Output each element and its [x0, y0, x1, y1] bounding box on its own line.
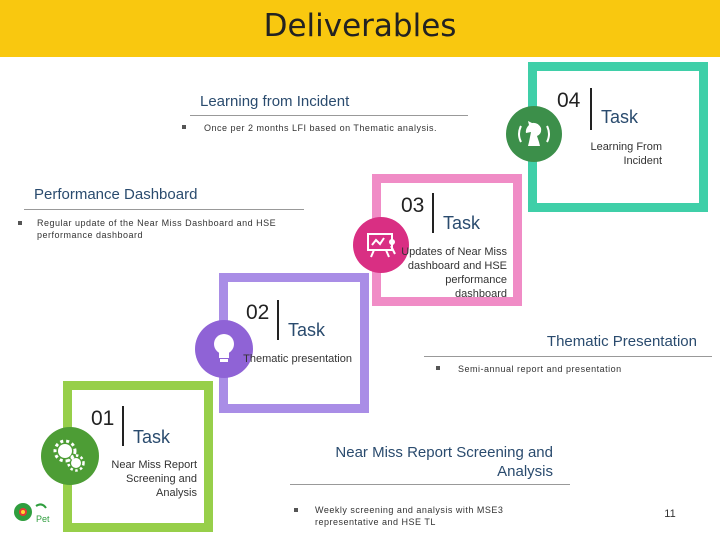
task-03-number: 03 [401, 194, 425, 217]
dashboard-bullet: Regular update of the Near Miss Dashboar… [37, 218, 277, 240]
task-02-label: Task [288, 320, 326, 340]
task-01-description: Near Miss Report Screening and Analysis [111, 459, 197, 499]
task-03-label: Task [443, 213, 481, 233]
lfi-bullet-dot [182, 125, 186, 129]
dashboard-bullet-dot [18, 221, 22, 225]
task-03-divider [432, 193, 434, 233]
gears-icon [41, 427, 99, 485]
task-03-description: Updates of Near Miss dashboard and HSE p… [401, 246, 507, 300]
task-01-divider [122, 406, 124, 446]
dashboard-rule [24, 209, 304, 210]
task-02-divider [277, 300, 279, 340]
screening-bullet-dot [294, 508, 298, 512]
task-04-description: Learning From Incident [590, 141, 662, 167]
task-04-label: Task [601, 107, 639, 127]
screening-heading: Near Miss Report Screening and Analysis [335, 444, 553, 480]
task-02-number: 02 [246, 301, 270, 324]
slide-title: Deliverables [263, 8, 457, 44]
title-bar [0, 0, 720, 57]
lfi-heading: Learning from Incident [200, 93, 350, 110]
task-04-divider [590, 88, 592, 130]
thematic-bullet: Semi-annual report and presentation [458, 364, 622, 374]
lightbulb-icon [195, 320, 253, 378]
task-01-label: Task [133, 427, 171, 447]
svg-text:Pet: Pet [36, 514, 50, 524]
lfi-bullet: Once per 2 months LFI based on Thematic … [204, 123, 437, 133]
presentation-board-icon [353, 217, 409, 273]
task-02-description: Thematic presentation [243, 353, 352, 365]
screening-bullet: Weekly screening and analysis with MSE3 … [315, 505, 504, 527]
lfi-rule [190, 115, 468, 116]
page-number: 11 [664, 508, 676, 520]
task-01-number: 01 [91, 407, 115, 430]
thematic-heading: Thematic Presentation [546, 333, 697, 350]
thematic-rule [424, 356, 712, 357]
task-04-number: 04 [557, 89, 581, 112]
thematic-bullet-dot [436, 366, 440, 370]
screening-rule [290, 484, 570, 485]
dashboard-heading: Performance Dashboard [34, 186, 198, 203]
company-logo: Pet [12, 498, 68, 526]
chess-knight-icon [506, 106, 562, 162]
